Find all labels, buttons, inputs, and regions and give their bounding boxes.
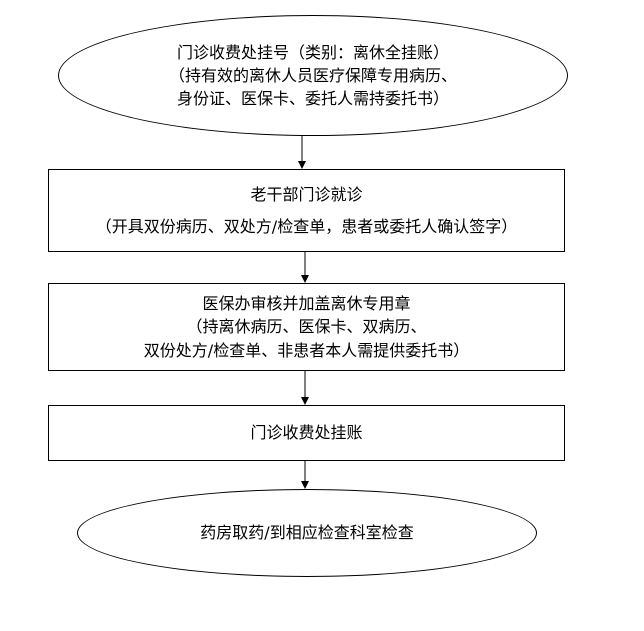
step-pharmacy-ellipse: 药房取药/到相应检查科室检查 xyxy=(77,489,537,577)
step-consultation-box: 老干部门诊就诊 （开具双份病历、双处方/检查单，患者或委托人确认签字） xyxy=(48,169,565,252)
step-insurance-review-line-2: （持离休病历、医保卡、双病历、 xyxy=(186,317,427,337)
step-insurance-review-line-3: 双份处方/检查单、非患者本人需提供委托书） xyxy=(143,340,470,360)
step-billing-box: 门诊收费处挂账 xyxy=(48,405,565,461)
step-billing-line-1: 门诊收费处挂账 xyxy=(250,423,363,443)
step-insurance-review-line-1: 医保办审核并加盖离休专用章 xyxy=(202,294,411,314)
step-register-ellipse: 门诊收费处挂号（类别：离休全挂账） （持有效的离休人员医疗保障专用病历、 身份证… xyxy=(58,15,568,136)
step-insurance-review-box: 医保办审核并加盖离休专用章 （持离休病历、医保卡、双病历、 双份处方/检查单、非… xyxy=(48,283,565,371)
step-register-line-3: 身份证、医保卡、委托人需持委托书） xyxy=(176,89,449,109)
step-consultation-line-1: 老干部门诊就诊 xyxy=(250,185,363,205)
step-register-line-2: （持有效的离休人员医疗保障专用病历、 xyxy=(168,65,457,85)
step-register-line-1: 门诊收费处挂号（类别：离休全挂账） xyxy=(176,42,449,62)
step-pharmacy-line-1: 药房取药/到相应检查科室检查 xyxy=(200,523,414,543)
step-consultation-line-2: （开具双份病历、双处方/检查单，患者或委托人确认签字） xyxy=(95,216,518,236)
